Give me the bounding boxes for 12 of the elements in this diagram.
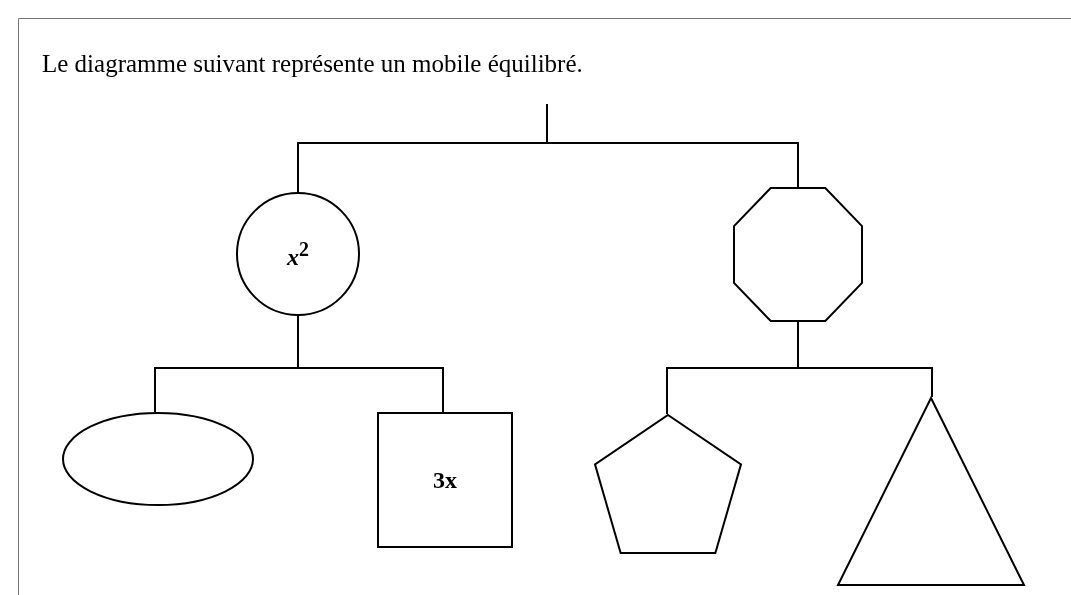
- octagon-shape: [733, 187, 863, 322]
- ellipse-shape: [62, 412, 254, 506]
- expression-label: x$^{2}$: [287, 237, 309, 271]
- pentagon-shape: [594, 414, 742, 554]
- title: Le diagramme suivant représente un mobile équilibré.: [42, 50, 583, 78]
- circle-shape: [236, 192, 360, 316]
- hanging-string: [297, 315, 444, 413]
- hanging-string: [797, 321, 933, 398]
- square-shape: [377, 412, 513, 548]
- hanging-string: [546, 103, 799, 188]
- expression-label: 3x: [433, 466, 457, 494]
- triangle-shape: [837, 397, 1025, 586]
